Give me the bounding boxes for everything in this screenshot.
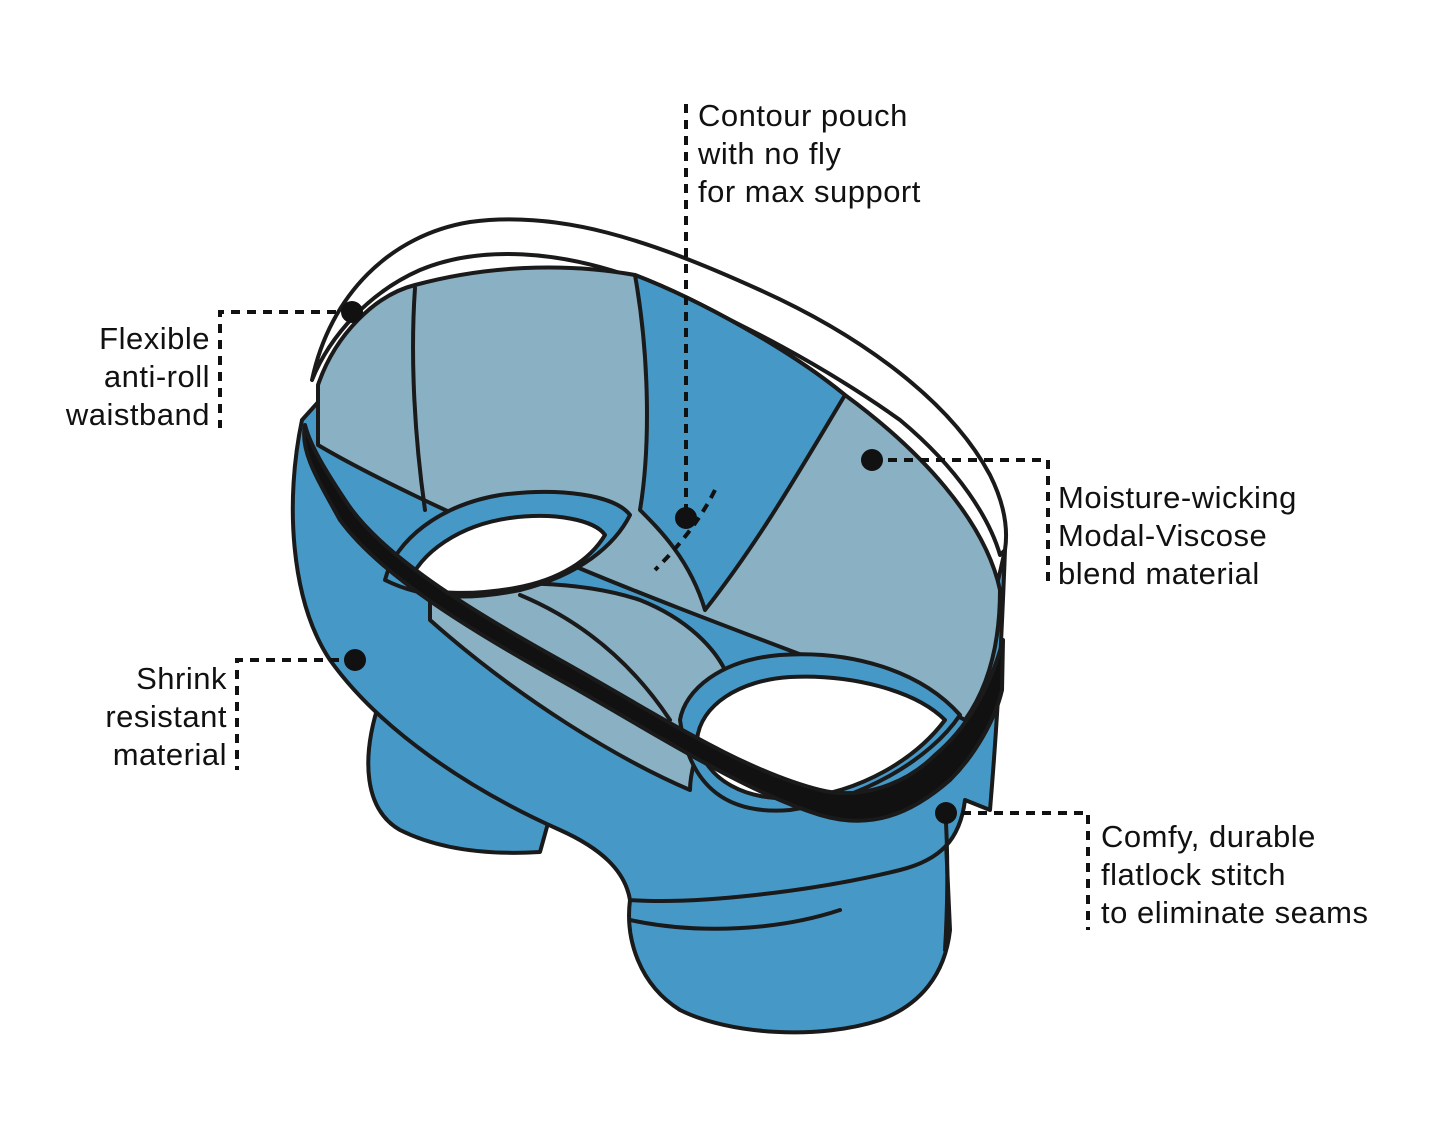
- callout-line: with no fly: [698, 136, 842, 171]
- front-waistband: [302, 423, 1005, 823]
- flatlock-seam: [943, 803, 950, 952]
- callout-line: waistband: [65, 397, 210, 432]
- callout-line: for max support: [698, 174, 921, 209]
- dot-shrink: [344, 649, 366, 671]
- callout-line: Moisture-wicking: [1058, 480, 1297, 515]
- front-curve-seam: [628, 908, 842, 931]
- leader-waistband: [218, 310, 352, 428]
- callout-line: Flexible: [99, 321, 210, 356]
- leader-flatlock: [946, 811, 1090, 930]
- pouch-floor-seam: [518, 593, 672, 722]
- leader-shrink: [235, 658, 355, 770]
- pouch-dashed-curve: [653, 489, 717, 572]
- callout-line: to eliminate seams: [1101, 895, 1369, 930]
- dot-contour-pouch: [675, 507, 697, 529]
- callout-line: resistant: [105, 699, 227, 734]
- callout-contour-pouch: Contour pouch with no fly for max suppor…: [698, 97, 921, 211]
- callout-flatlock: Comfy, durable flatlock stitch to elimin…: [1101, 818, 1368, 932]
- callout-waistband: Flexible anti-roll waistband: [20, 320, 210, 434]
- callout-line: Contour pouch: [698, 98, 908, 133]
- dot-waistband: [341, 301, 363, 323]
- callout-line: flatlock stitch: [1101, 857, 1286, 892]
- callout-line: blend material: [1058, 556, 1260, 591]
- left-panel-seam: [411, 286, 427, 512]
- callout-line: Modal-Viscose: [1058, 518, 1268, 553]
- callout-line: Shrink: [136, 661, 227, 696]
- dot-flatlock: [935, 802, 957, 824]
- dot-moisture: [861, 449, 883, 471]
- left-leg-opening: [406, 514, 607, 595]
- leader-moisture: [872, 458, 1050, 586]
- callout-shrink: Shrink resistant material: [20, 660, 227, 774]
- callout-line: material: [112, 737, 227, 772]
- callout-line: Comfy, durable: [1101, 819, 1316, 854]
- callout-moisture: Moisture-wicking Modal-Viscose blend mat…: [1058, 479, 1297, 593]
- callout-line: anti-roll: [103, 359, 210, 394]
